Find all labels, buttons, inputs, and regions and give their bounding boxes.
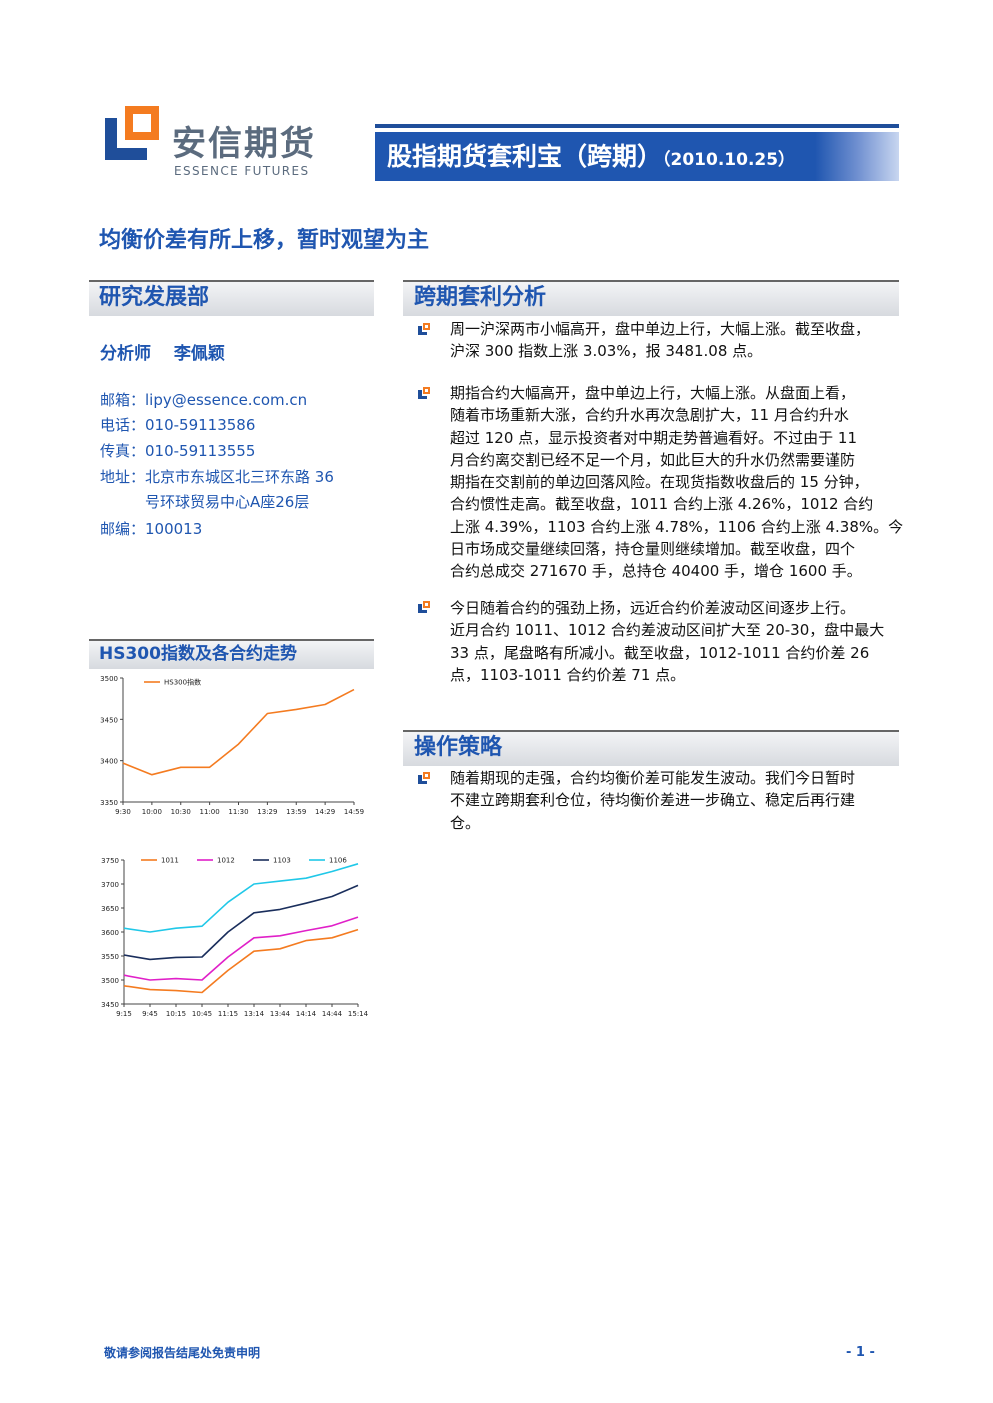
contact-address: 地址：北京市东城区北三环东路 36: [100, 468, 334, 486]
strategy-section-title: 操作策略: [414, 735, 503, 760]
para-line: 随着期现的走强，合约均衡价差可能发生波动。我们今日暂时: [450, 769, 856, 787]
chart-section-header: [89, 639, 374, 669]
x-tick-label: 15:14: [348, 1010, 369, 1018]
bullet-icon: [418, 387, 430, 399]
para-line: 不建立跨期套利仓位，待均衡价差进一步确立、稳定后再行建: [450, 791, 856, 810]
x-tick-label: 9:15: [116, 1010, 132, 1018]
hs300-index-chart: 3350 3400 3450 3500 9:30 10:00 10:30 11:00 11:30…: [100, 675, 364, 816]
para-line: 近月合约 1011、1012 合约差波动区间扩大至 20-30，盘中最大: [450, 621, 885, 640]
report-title: 股指期货套利宝（跨期）（2010.10.25）: [387, 138, 795, 179]
legend-label: HS300指数: [164, 678, 201, 687]
analysis-paragraph-2: 期指合约大幅高开，盘中单边上行，大幅上涨。从盘面上看， 随着市场重新大涨，合约升…: [450, 382, 904, 583]
analysis-section-title: 跨期套利分析: [414, 285, 547, 310]
legend-label: 1106: [329, 857, 347, 865]
analysis-paragraph-3: 今日随着合约的强劲上扬，远近合约价差波动区间逐步上行。 近月合约 1011、10…: [450, 597, 900, 686]
x-tick-label: 14:44: [322, 1010, 343, 1018]
para-line: 沪深 300 指数上涨 3.03%，报 3481.08 点。: [450, 342, 763, 361]
x-tick-label: 10:30: [171, 808, 191, 816]
headline: 均衡价差有所上移，暂时观望为主: [99, 228, 430, 253]
strategy-paragraph: 随着期现的走强，合约均衡价差可能发生波动。我们今日暂时 不建立跨期套利仓位，待均…: [450, 767, 900, 834]
para-line: 期指合约大幅高开，盘中单边上行，大幅上涨。从盘面上看，: [450, 384, 856, 402]
contact-phone: 电话：010-59113586: [100, 416, 256, 434]
bullet-icon: [418, 601, 430, 613]
x-tick-label: 13:29: [257, 808, 277, 816]
y-tick-label: 3450: [100, 716, 118, 724]
strategy-section-header: [403, 730, 899, 766]
y-tick-label: 3550: [101, 953, 119, 961]
footer-disclaimer: 敬请参阅报告结尾处免责申明: [104, 1346, 261, 1360]
para-line: 今日随着合约的强劲上扬，远近合约价差波动区间逐步上行。: [450, 599, 856, 617]
report-title-text: 股指期货套利宝（跨期）: [387, 142, 663, 171]
title-band: [375, 132, 899, 181]
x-tick-label: 11:00: [200, 808, 220, 816]
series-line-1011: [123, 928, 359, 994]
x-tick-label: 10:45: [192, 1010, 212, 1018]
y-tick-label: 3600: [101, 929, 119, 937]
legend-label: 1012: [217, 857, 235, 865]
para-line: 仓。: [450, 813, 481, 832]
para-line: 周一沪深两市小幅高开，盘中单边上行，大幅上涨。截至收盘，: [450, 320, 871, 338]
x-tick-label: 9:30: [115, 808, 131, 816]
contact-address-cont: 号环球贸易中心A座26层: [100, 493, 310, 511]
para-line: 上涨 4.39%，1103 合约上涨 4.78%，1106 合约上涨 4.38%…: [450, 517, 904, 536]
y-tick-label: 3650: [101, 905, 119, 913]
para-line: 期指在交割前的单边回落风险。在现货指数收盘后的 15 分钟，: [450, 473, 869, 492]
dept-section-header: [89, 280, 374, 316]
title-band-rule: [375, 124, 899, 128]
series-line-1103: [123, 884, 359, 961]
x-tick-label: 10:00: [142, 808, 162, 816]
x-tick-label: 13:44: [270, 1010, 291, 1018]
y-tick-label: 3350: [100, 799, 118, 807]
brand-logo-icon: [105, 106, 159, 160]
legend-label: 1103: [273, 857, 291, 865]
x-tick-label: 13:59: [286, 808, 306, 816]
para-line: 随着市场重新大涨，合约升水再次急剧扩大，11 月合约升水: [450, 406, 849, 425]
y-tick-label: 3500: [100, 675, 118, 683]
x-tick-label: 14:29: [315, 808, 335, 816]
para-line: 月合约离交割已经不足一个月，如此巨大的升水仍然需要谨防: [450, 450, 856, 469]
y-tick-label: 3500: [101, 977, 119, 985]
x-tick-label: 11:30: [228, 808, 248, 816]
series-line-1012: [123, 916, 359, 981]
y-tick-label: 3400: [100, 758, 118, 766]
para-line: 合约总成交 271670 手，总持仓 40400 手，增仓 1600 手。: [450, 562, 862, 581]
chart-section-title: HS300指数及各合约走势: [99, 644, 297, 664]
para-line: 合约惯性走高。截至收盘，1011 合约上涨 4.26%，1012 合约: [450, 495, 874, 514]
x-tick-label: 10:15: [166, 1010, 186, 1018]
series-line-HS300指数: [122, 688, 355, 776]
contact-fax: 传真：010-59113555: [100, 442, 256, 460]
y-tick-label: 3750: [101, 857, 119, 865]
y-tick-label: 3700: [101, 881, 119, 889]
para-line: 超过 120 点，显示投资者对中期走势普遍看好。不过由于 11: [450, 428, 858, 447]
brand-name-en: ESSENCE FUTURES: [174, 164, 310, 178]
contracts-price-chart: 3450 3500 3550 3600 3650 3700 3750 9:15 9:45 10:1…: [101, 857, 369, 1019]
legend-label: 1011: [161, 857, 179, 865]
series-line-1106: [123, 863, 359, 933]
x-tick-label: 14:14: [296, 1010, 317, 1018]
dept-section-title: 研究发展部: [99, 285, 210, 310]
para-line: 33 点，尾盘略有所减小。截至收盘，1012-1011 合约价差 26: [450, 643, 870, 662]
analysis-paragraph-1: 周一沪深两市小幅高开，盘中单边上行，大幅上涨。截至收盘， 沪深 300 指数上涨…: [450, 318, 900, 363]
x-tick-label: 13:14: [244, 1010, 265, 1018]
analysis-section-header: [403, 280, 899, 316]
report-date: （2010.10.25）: [662, 150, 796, 170]
para-line: 点，1103-1011 合约价差 71 点。: [450, 665, 686, 684]
para-line: 日市场成交量继续回落，持仓量则继续增加。截至收盘，四个: [450, 540, 856, 559]
analyst-name: 分析师 李佩颖: [100, 344, 225, 364]
page-number: - 1 -: [846, 1345, 875, 1360]
x-tick-label: 14:59: [344, 808, 364, 816]
y-tick-label: 3450: [101, 1001, 119, 1009]
brand-name-cn: 安信期货: [172, 124, 316, 164]
bullet-icon: [418, 772, 430, 784]
x-tick-label: 9:45: [142, 1010, 158, 1018]
x-tick-label: 11:15: [218, 1010, 238, 1018]
contact-postcode: 邮编：100013: [100, 520, 203, 538]
contact-email: 邮箱：lipy@essence.com.cn: [100, 391, 308, 409]
bullet-icon: [418, 323, 430, 335]
